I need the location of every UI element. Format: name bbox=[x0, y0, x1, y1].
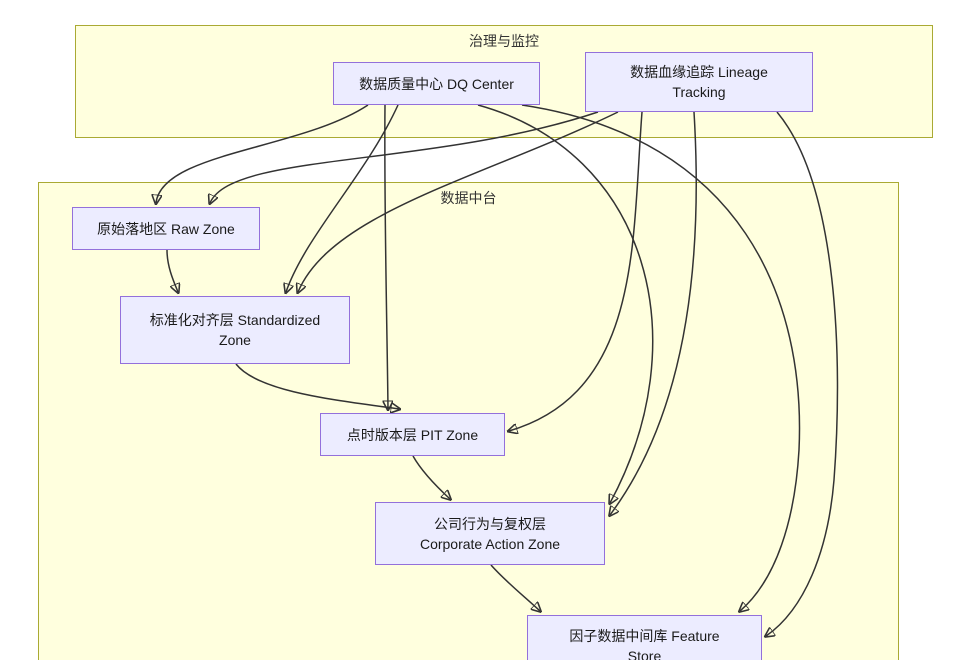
node-lineage-tracking-label-line1: 数据血缘追踪 Lineage bbox=[630, 64, 768, 80]
node-corporate-action-zone-label-line1: 公司行为与复权层 bbox=[434, 515, 546, 532]
node-feature-store: 因子数据中间库 Feature Store bbox=[527, 615, 762, 660]
node-dq-center: 数据质量中心 DQ Center bbox=[333, 62, 540, 105]
node-raw-zone-label: 原始落地区 Raw Zone bbox=[97, 220, 235, 237]
node-feature-store-label-line2: Store bbox=[627, 648, 662, 660]
node-feature-store-label-line1: 因子数据中间库 Feature bbox=[569, 628, 720, 644]
node-corporate-action-zone-label-line2: Corporate Action Zone bbox=[419, 535, 561, 552]
node-pit-zone: 点时版本层 PIT Zone bbox=[320, 413, 505, 456]
node-standardized-zone: 标准化对齐层 Standardized Zone bbox=[120, 296, 350, 364]
node-dq-center-label: 数据质量中心 DQ Center bbox=[359, 75, 514, 92]
node-lineage-tracking-label-line2: Tracking bbox=[672, 84, 726, 100]
node-standardized-zone-label-line2: Zone bbox=[219, 332, 251, 348]
cluster-platform-label: 数据中台 bbox=[440, 190, 497, 206]
node-raw-zone: 原始落地区 Raw Zone bbox=[72, 207, 260, 250]
node-pit-zone-label: 点时版本层 PIT Zone bbox=[346, 426, 479, 443]
node-standardized-zone-label-line1: 标准化对齐层 Standardized bbox=[149, 312, 321, 328]
cluster-governance-label: 治理与监控 bbox=[469, 33, 539, 49]
node-lineage-tracking: 数据血缘追踪 Lineage Tracking bbox=[585, 52, 813, 112]
node-corporate-action-zone: 公司行为与复权层 Corporate Action Zone bbox=[375, 502, 605, 565]
